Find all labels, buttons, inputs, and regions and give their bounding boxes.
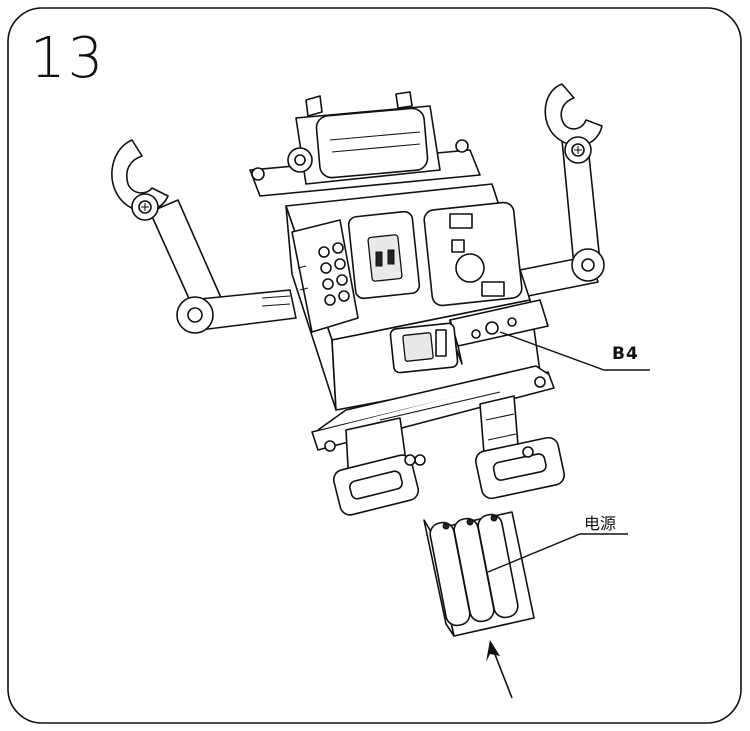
power-leader-line <box>487 533 628 573</box>
robot-assembly <box>111 83 605 516</box>
screw-icon <box>571 143 585 157</box>
frame-border <box>7 7 742 724</box>
arrow-up-icon <box>486 640 513 699</box>
b4-leader-line <box>499 331 650 371</box>
left-arm <box>111 139 297 334</box>
left-leg <box>332 417 420 516</box>
head-servo <box>249 91 481 197</box>
b4-label: B4 <box>612 344 639 364</box>
right-leg <box>474 395 566 500</box>
connector-holes <box>318 242 350 306</box>
battery-pack <box>423 511 535 637</box>
screw-icon <box>138 200 152 214</box>
step-number: 13 <box>30 26 106 91</box>
right-arm <box>519 83 605 297</box>
lower-switch <box>389 322 459 374</box>
power-label: 电源 <box>584 514 617 533</box>
